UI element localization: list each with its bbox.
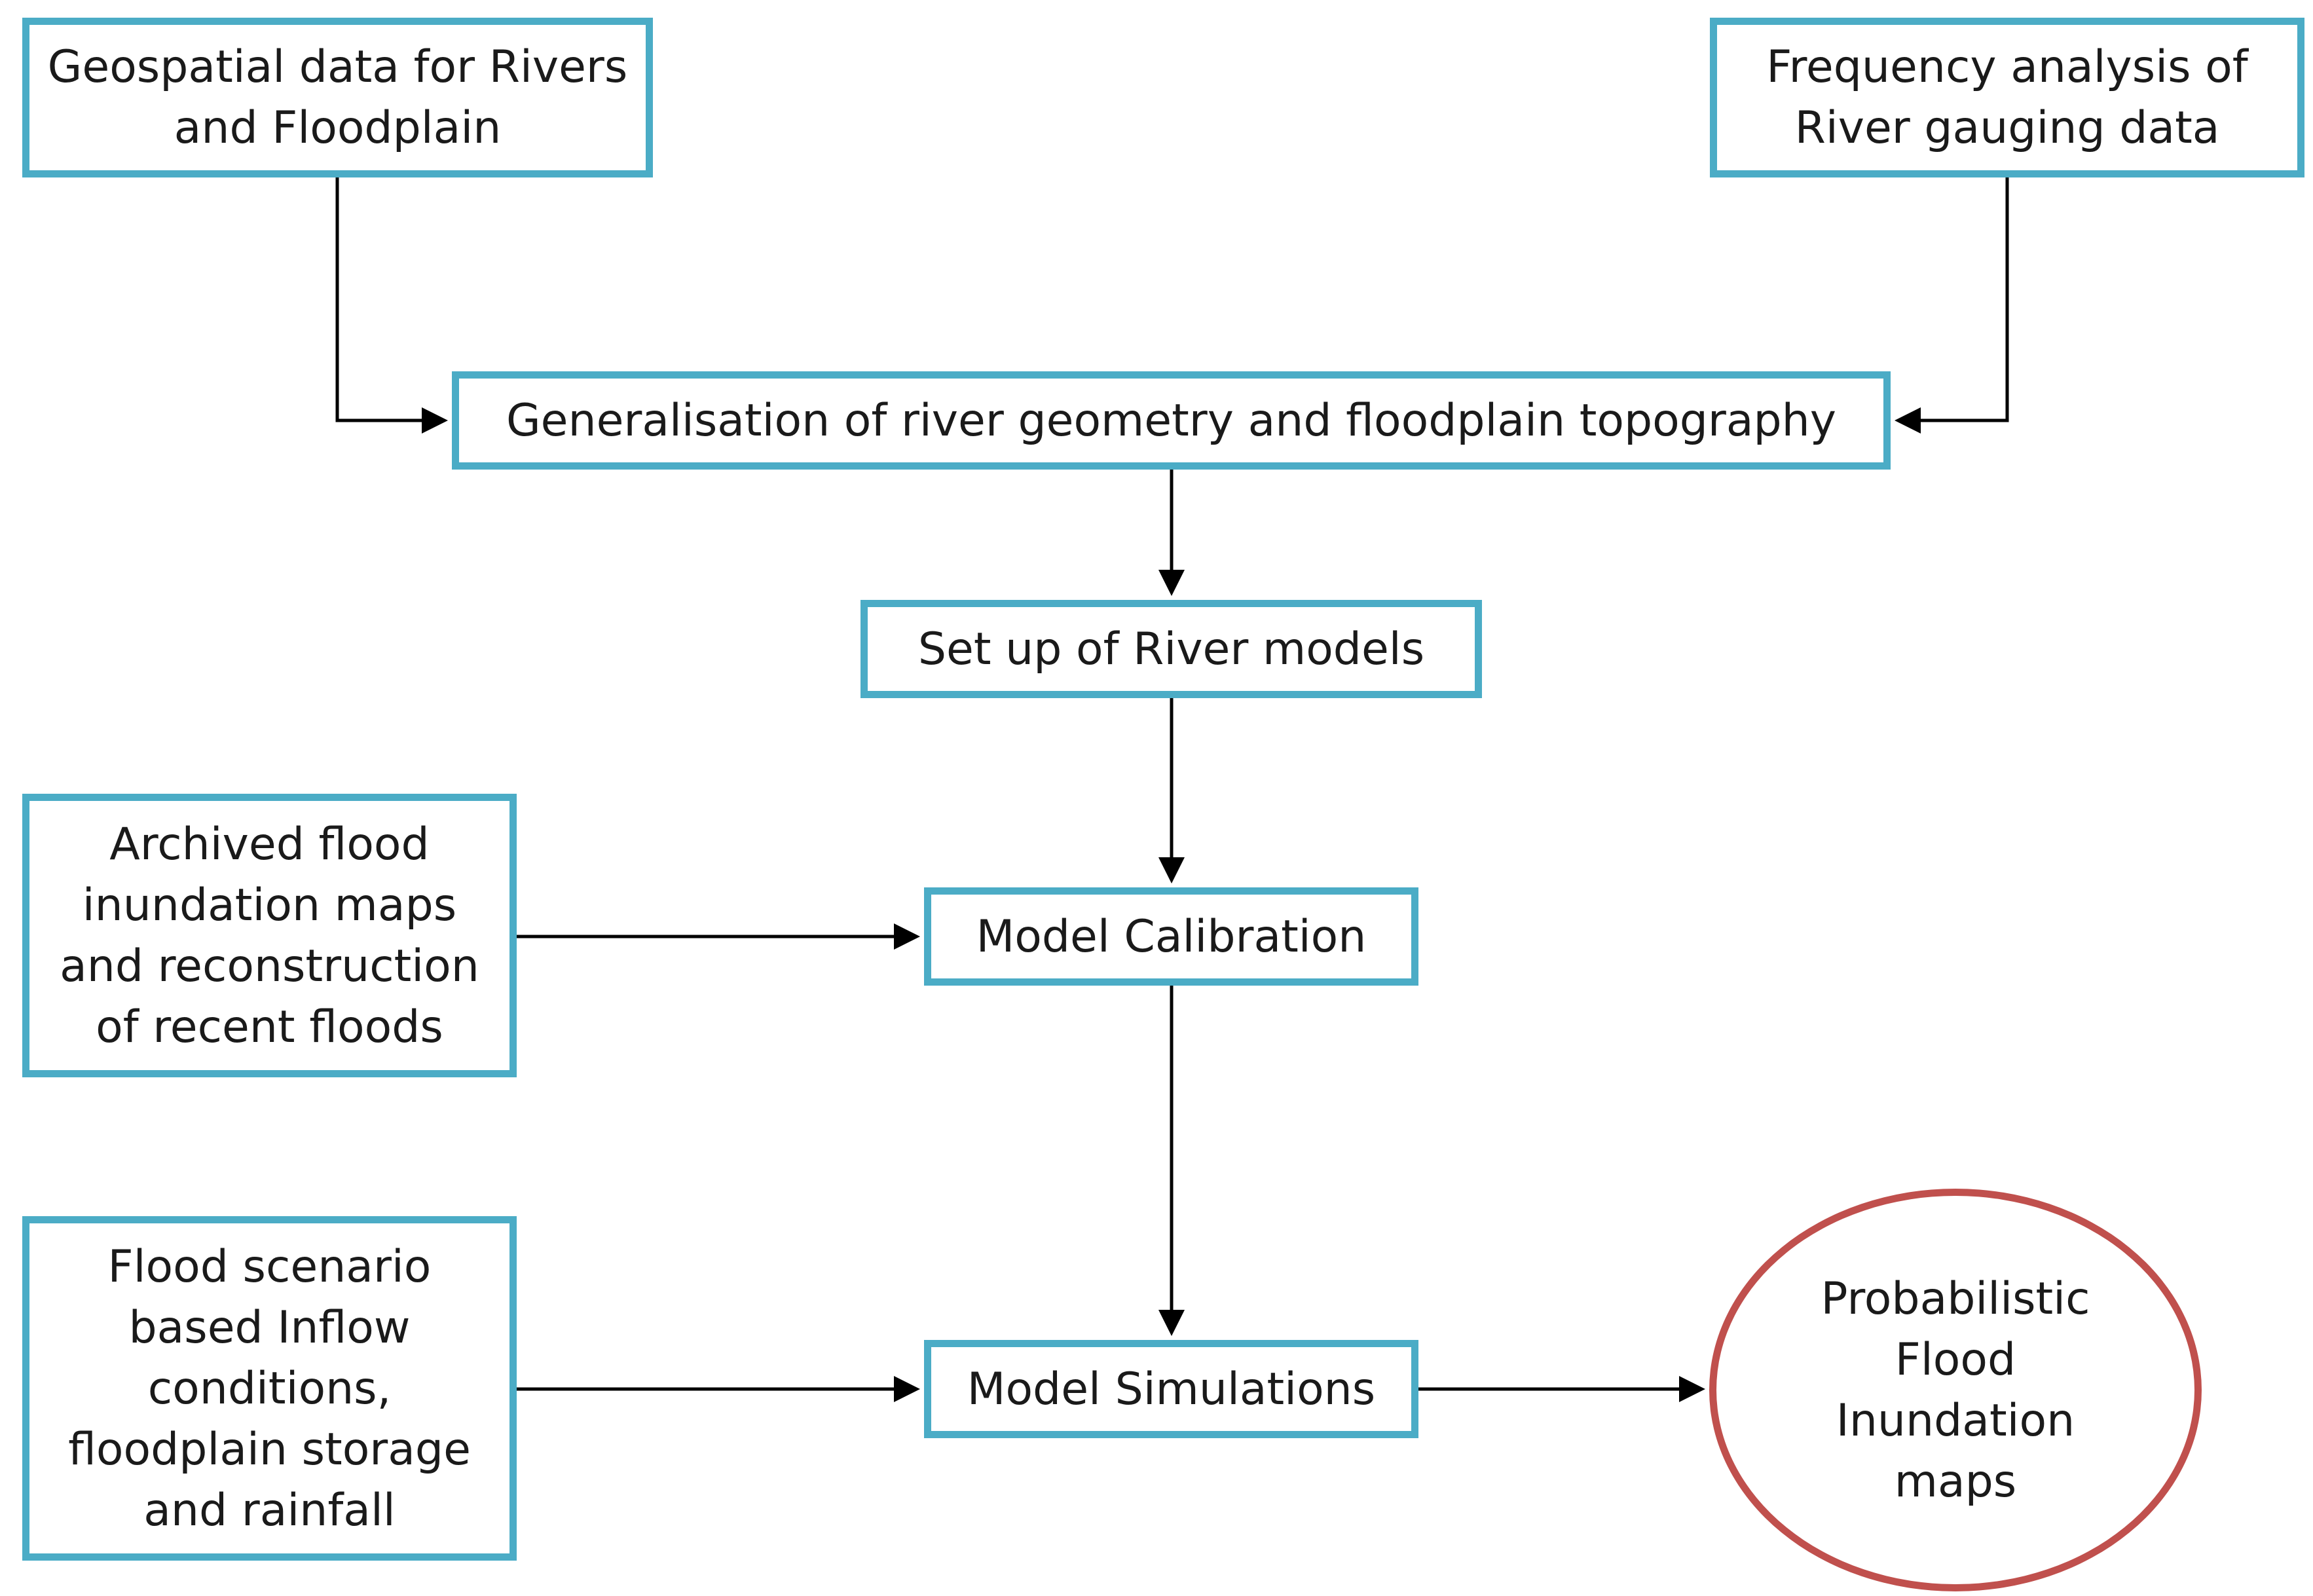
archived-flood-maps-label: Archived flood inundation maps and recon… (60, 818, 479, 1053)
generalisation-box: Generalisation of river geometry and flo… (452, 371, 1891, 470)
river-models-setup-label: Set up of River models (917, 623, 1425, 675)
geospatial-data-box: Geospatial data for Rivers and Floodplai… (22, 18, 653, 177)
generalisation-label: Generalisation of river geometry and flo… (506, 394, 1837, 447)
geospatial-data-label: Geospatial data for Rivers and Floodplai… (47, 41, 628, 154)
probabilistic-maps-oval: Probabilistic Flood Inundation maps (1709, 1189, 2202, 1591)
arrow-geospatial-to-generalisation (335, 177, 448, 434)
probabilistic-maps-label: Probabilistic Flood Inundation maps (1821, 1272, 2090, 1508)
model-calibration-label: Model Calibration (976, 910, 1367, 963)
frequency-analysis-label: Frequency analysis of River gauging data (1766, 41, 2248, 154)
frequency-analysis-box: Frequency analysis of River gauging data (1710, 18, 2304, 177)
flood-scenario-label: Flood scenario based Inflow conditions, … (68, 1240, 471, 1536)
arrow-frequency-to-generalisation (1895, 177, 2009, 434)
model-simulations-label: Model Simulations (967, 1363, 1376, 1415)
model-calibration-box: Model Calibration (924, 887, 1418, 986)
model-simulations-box: Model Simulations (924, 1340, 1418, 1438)
flood-scenario-box: Flood scenario based Inflow conditions, … (22, 1216, 517, 1561)
archived-flood-maps-box: Archived flood inundation maps and recon… (22, 794, 517, 1077)
river-models-setup-box: Set up of River models (860, 600, 1482, 698)
